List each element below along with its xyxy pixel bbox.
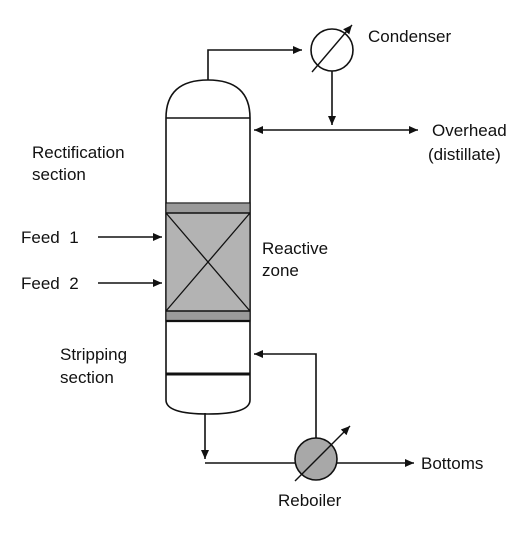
label-condenser: Condenser [368, 27, 452, 46]
reboiler [294, 425, 351, 482]
label-reboiler: Reboiler [278, 491, 342, 510]
boilup-vapor-line [254, 350, 317, 438]
label-stripping-section: section [60, 368, 114, 387]
label-distillate: (distillate) [428, 145, 501, 164]
reactive-zone-packing [165, 202, 251, 323]
label-reactive-zone: zone [262, 261, 299, 280]
condenser-arrow [311, 24, 353, 73]
label-overhead: Overhead [432, 121, 507, 140]
condenser [310, 24, 354, 73]
label-rectification-section: section [32, 165, 86, 184]
label-stripping: Stripping [60, 345, 127, 364]
label-feed1: Feed 1 [21, 228, 79, 247]
label-feed2: Feed 2 [21, 274, 79, 293]
overhead-vapor-line [207, 46, 302, 80]
label-bottoms: Bottoms [421, 454, 483, 473]
packing-support-top [165, 202, 251, 214]
reboiler-arrow [294, 425, 351, 482]
packing-support-bottom [165, 310, 251, 322]
label-reactive: Reactive [262, 239, 328, 258]
packing-cross-b [165, 212, 251, 312]
label-rectification: Rectification [32, 143, 125, 162]
